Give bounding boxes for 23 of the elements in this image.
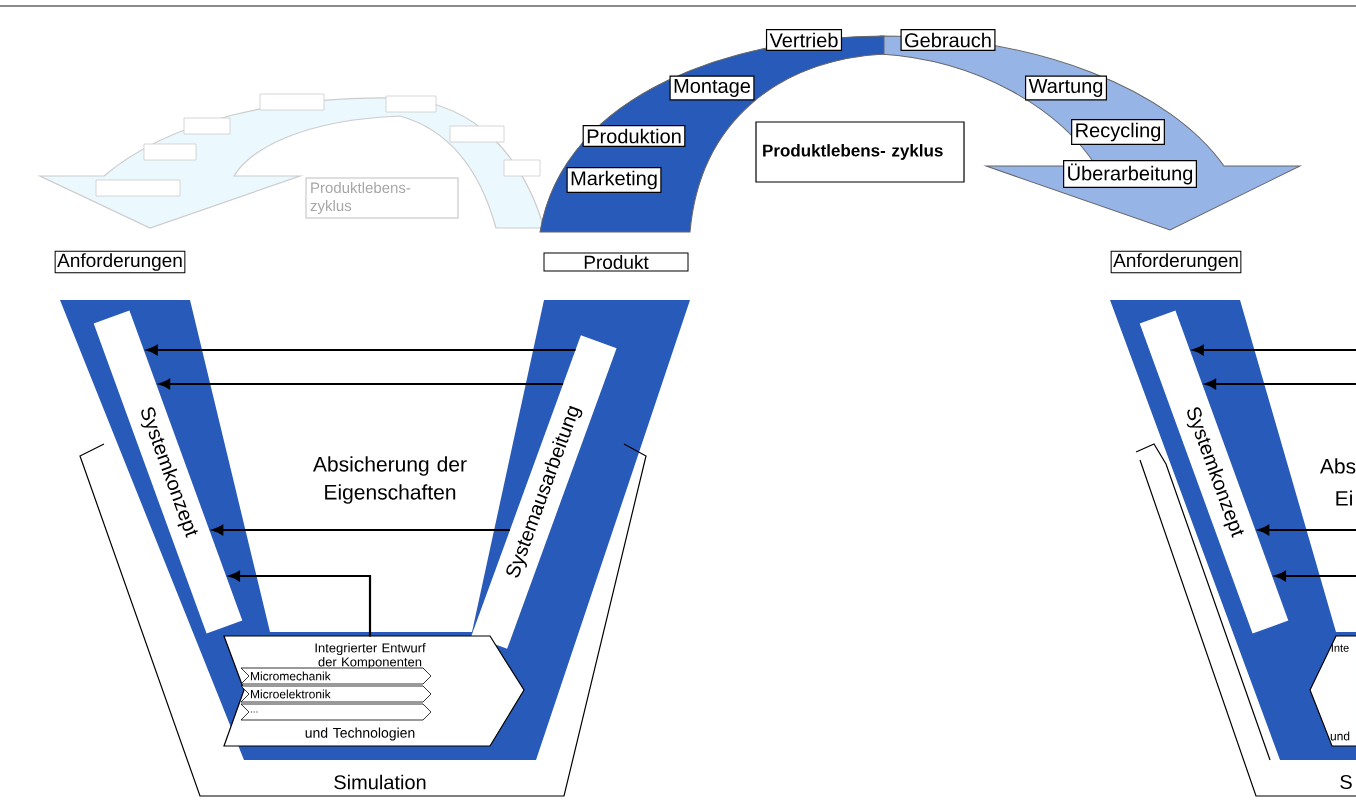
stage-label: Vertrieb: [765, 29, 843, 51]
cut-text: Abs: [1319, 458, 1356, 474]
stage-label: Recycling: [1071, 119, 1165, 145]
arrow: [1205, 378, 1356, 390]
stage-label: Produktion: [582, 125, 686, 147]
requirements-label: Anforderungen: [1110, 250, 1242, 274]
requirements-label: Anforderungen: [54, 250, 186, 274]
arrow: [1192, 344, 1356, 356]
cut-text: S: [1340, 774, 1352, 790]
arrow: [1258, 524, 1356, 536]
product-label: Produkt: [543, 252, 689, 272]
stage-label: Marketing: [566, 167, 662, 193]
arrow: [1275, 570, 1356, 582]
stage-label: Montage: [669, 75, 755, 101]
title-box: Produktlebens- zyklus: [755, 121, 965, 183]
stage-label: Wartung: [1025, 75, 1108, 101]
arrow: [229, 570, 372, 637]
stage-label: Gebrauch: [900, 29, 996, 51]
cut-text: Ei: [1336, 490, 1352, 506]
stage-label: Überarbeitung: [1063, 159, 1197, 189]
arrow: [159, 378, 564, 390]
arrow: [212, 524, 510, 536]
arrow: [146, 344, 576, 356]
